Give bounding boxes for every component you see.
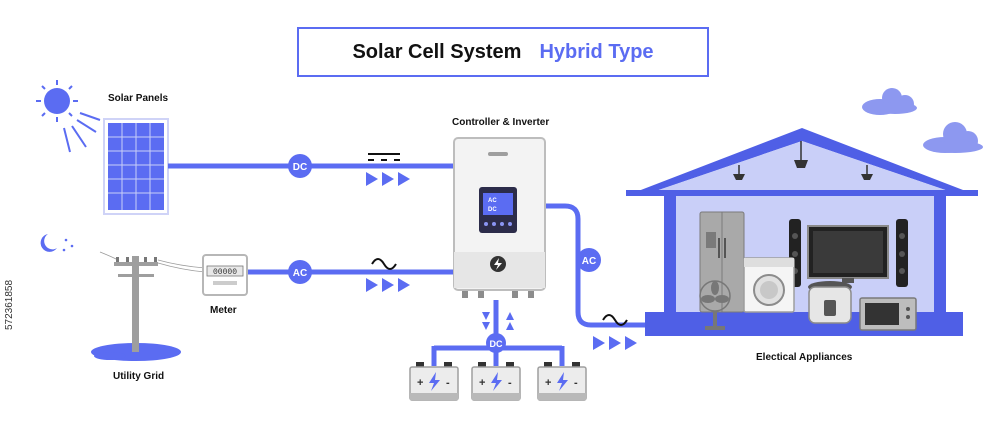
microwave [859, 297, 917, 331]
page-title: Solar Cell System [352, 40, 522, 63]
house [626, 128, 978, 336]
ac-wave-icon [602, 314, 628, 326]
utility-grid-label: Utility Grid [113, 371, 165, 382]
page-subtitle: Hybrid Type [539, 40, 654, 63]
electric-meter: 00000 [202, 254, 248, 296]
solar-panel [103, 118, 169, 215]
display-line-1: AC [488, 198, 497, 204]
svg-text:+: + [479, 377, 485, 389]
controller-label: Controller & Inverter [452, 117, 550, 128]
ac-wave-icon [371, 258, 397, 270]
washing-machine [743, 257, 795, 313]
dc-badge-label: DC [293, 162, 307, 173]
dc-battery-badge: DC [486, 333, 506, 353]
meter-digits: 00000 [213, 268, 237, 277]
dc-battery-badge-label: DC [490, 339, 503, 349]
controller-inverter: AC DC [453, 137, 546, 298]
lamp-icon [733, 141, 873, 180]
battery-icon: + - [409, 362, 459, 401]
battery-icon: + - [471, 362, 521, 401]
cloud-icon [862, 88, 917, 115]
utility-pole [91, 251, 206, 361]
svg-text:-: - [446, 377, 450, 389]
tv-speakers [789, 219, 908, 287]
flow-arrows [366, 172, 637, 350]
appliances-label: Electical Appliances [756, 352, 853, 363]
ac-badge-label: AC [293, 268, 307, 279]
cloud-icon [923, 122, 983, 153]
dc-line-icon [368, 153, 400, 161]
svg-text:-: - [508, 377, 512, 389]
dc-badge: DC [288, 154, 312, 178]
ac-output-badge-label: AC [582, 256, 596, 267]
svg-text:-: - [574, 377, 578, 389]
title-box: Solar Cell System Hybrid Type [297, 27, 709, 77]
solar-panels-label: Solar Panels [108, 93, 169, 104]
bolt-icon [494, 258, 502, 270]
fan [699, 280, 731, 330]
display-line-2: DC [488, 207, 497, 213]
battery-icon: + - [537, 362, 587, 401]
rice-cooker [808, 281, 852, 324]
svg-text:+: + [545, 377, 551, 389]
stock-id: 572361858 [4, 279, 15, 330]
ac-output-badge: AC [577, 248, 601, 272]
moon-icon [40, 234, 74, 252]
ac-badge: AC [288, 260, 312, 284]
sun-icon [36, 80, 101, 153]
meter-label: Meter [210, 305, 237, 316]
svg-text:+: + [417, 377, 423, 389]
